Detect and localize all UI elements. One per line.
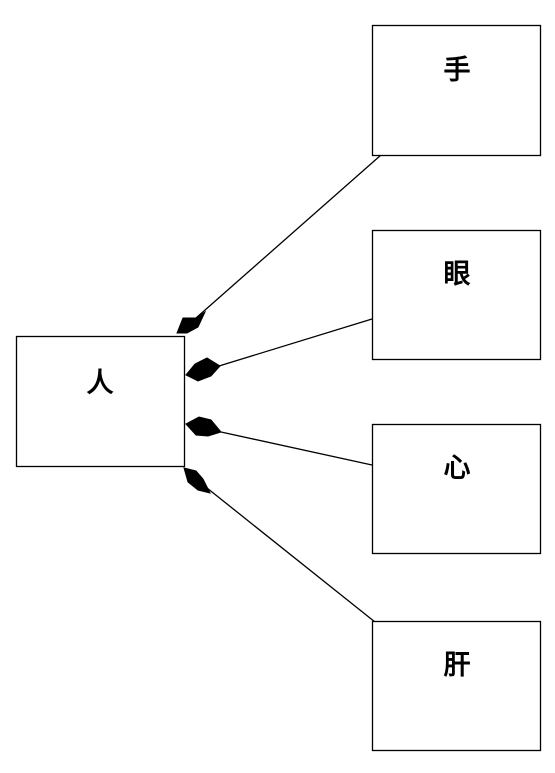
edge-person-liver (206, 487, 376, 623)
edge-person-heart (220, 431, 373, 466)
class-box-hand[interactable]: 手 (371, 24, 542, 157)
edge-person-hand (195, 154, 382, 319)
composition-diamond-liver (183, 467, 211, 494)
class-box-liver[interactable]: 肝 (371, 620, 542, 752)
class-box-heart[interactable]: 心 (371, 423, 542, 555)
class-label-heart: 心 (444, 453, 471, 484)
class-box-eye[interactable]: 眼 (371, 229, 542, 361)
composition-diamond-heart (185, 416, 222, 437)
class-box-person[interactable]: 人 (15, 335, 186, 468)
class-label-liver: 肝 (444, 650, 471, 681)
class-label-hand: 手 (444, 55, 471, 86)
edge-person-eye (218, 318, 373, 367)
connectors (176, 154, 382, 623)
composition-diamond-hand (176, 310, 207, 334)
composition-diamond-eye (185, 357, 221, 382)
class-label-person: 人 (87, 368, 114, 399)
class-label-eye: 眼 (444, 259, 471, 290)
